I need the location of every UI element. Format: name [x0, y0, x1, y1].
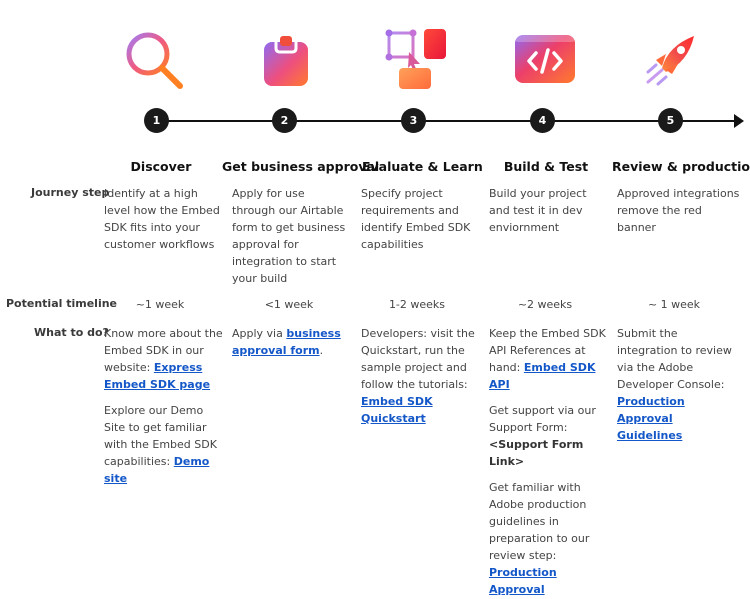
journey-cell-evaluate: Specify project requirements and identif…	[361, 187, 471, 251]
todo-text: Keep the Embed SDK API References at han…	[489, 327, 606, 374]
todo-paragraph: Get support via our Support Form: <Suppo…	[489, 402, 609, 470]
support-form-link-placeholder: <Support Form Link>	[489, 438, 584, 468]
row-label-potential-timeline: Potential timeline	[6, 297, 118, 310]
journey-cell-build-test: Build your project and test it in dev en…	[489, 187, 587, 234]
step-number-2: 2	[272, 108, 297, 133]
journey-cell-business-approval: Apply for use through our Airtable form …	[232, 187, 346, 285]
demo-site-link[interactable]: Demo site	[104, 455, 210, 485]
todo-paragraph: Get familiar with Adobe production guide…	[489, 479, 609, 599]
todo-cell-business-approval: Apply via business approval form.	[232, 325, 350, 368]
todo-text: Know more about the Embed SDK in our web…	[104, 327, 223, 374]
business-approval-form-link[interactable]: business approval form	[232, 327, 341, 357]
column-title-build-test: Build & Test	[503, 159, 589, 174]
todo-cell-evaluate: Developers: visit the Quickstart, run th…	[361, 325, 477, 436]
embed-sdk-quickstart-link[interactable]: Embed SDK Quickstart	[361, 395, 433, 425]
todo-text-suffix: .	[319, 344, 324, 357]
journey-cell-discover: Identify at a high level how the Embed S…	[104, 187, 220, 251]
step-number-5: 5	[658, 108, 683, 133]
embed-sdk-api-link[interactable]: Embed SDK API	[489, 361, 596, 391]
production-approval-guidelines-link[interactable]: Production Approval Guidelines	[617, 395, 685, 442]
rocket-icon	[646, 36, 694, 86]
todo-cell-review: Submit the integration to review via the…	[617, 325, 741, 453]
todo-paragraph: Keep the Embed SDK API References at han…	[489, 325, 609, 393]
timeline-value-build-test: ~2 weeks	[517, 298, 573, 311]
select-shapes-icon	[385, 29, 446, 89]
todo-text: Apply via	[232, 327, 287, 340]
todo-text: Explore our Demo Site to get familiar wi…	[104, 404, 217, 468]
step-number-3: 3	[401, 108, 426, 133]
column-title-discover: Discover	[130, 159, 192, 174]
todo-text: Developers: visit the Quickstart, run th…	[361, 327, 475, 391]
magnifier-icon	[126, 32, 183, 89]
column-title-evaluate: Evaluate & Learn	[362, 159, 483, 174]
journey-cell-review: Approved integrations remove the red ban…	[617, 187, 740, 234]
timeline-value-business-approval: <1 week	[264, 298, 314, 311]
column-title-business-approval: Get business approval	[222, 159, 380, 174]
timeline-value-review: ~ 1 week	[647, 298, 701, 311]
todo-paragraph: Apply via business approval form.	[232, 325, 350, 359]
todo-paragraph: Developers: visit the Quickstart, run th…	[361, 325, 477, 427]
code-icon	[515, 35, 575, 83]
step-number-1: 1	[144, 108, 169, 133]
timeline-line	[148, 120, 738, 122]
todo-paragraph: Explore our Demo Site to get familiar wi…	[104, 402, 224, 487]
todo-text: Get support via our Support Form:	[489, 404, 596, 434]
row-label-what-to-do: What to do?	[34, 326, 109, 339]
step-number-4: 4	[530, 108, 555, 133]
express-embed-sdk-page-link[interactable]: Express Embed SDK page	[104, 361, 211, 391]
todo-text: Submit the integration to review via the…	[617, 327, 732, 391]
todo-cell-discover: Know more about the Embed SDK in our web…	[104, 325, 224, 496]
production-approval-guidelines-link[interactable]: Production Approval Guidelines	[489, 566, 557, 596]
row-label-journey-step: Journey step	[31, 186, 110, 199]
todo-paragraph: Know more about the Embed SDK in our web…	[104, 325, 224, 393]
column-title-review: Review & production	[612, 159, 750, 174]
timeline-value-discover: ~1 week	[135, 298, 185, 311]
todo-text: Get familiar with Adobe production guide…	[489, 481, 590, 562]
todo-cell-build-test: Keep the Embed SDK API References at han…	[489, 325, 609, 599]
timeline-value-evaluate: 1-2 weeks	[388, 298, 446, 311]
todo-paragraph: Submit the integration to review via the…	[617, 325, 741, 444]
timeline-arrowhead	[734, 114, 744, 128]
clipboard-icon	[264, 36, 308, 86]
